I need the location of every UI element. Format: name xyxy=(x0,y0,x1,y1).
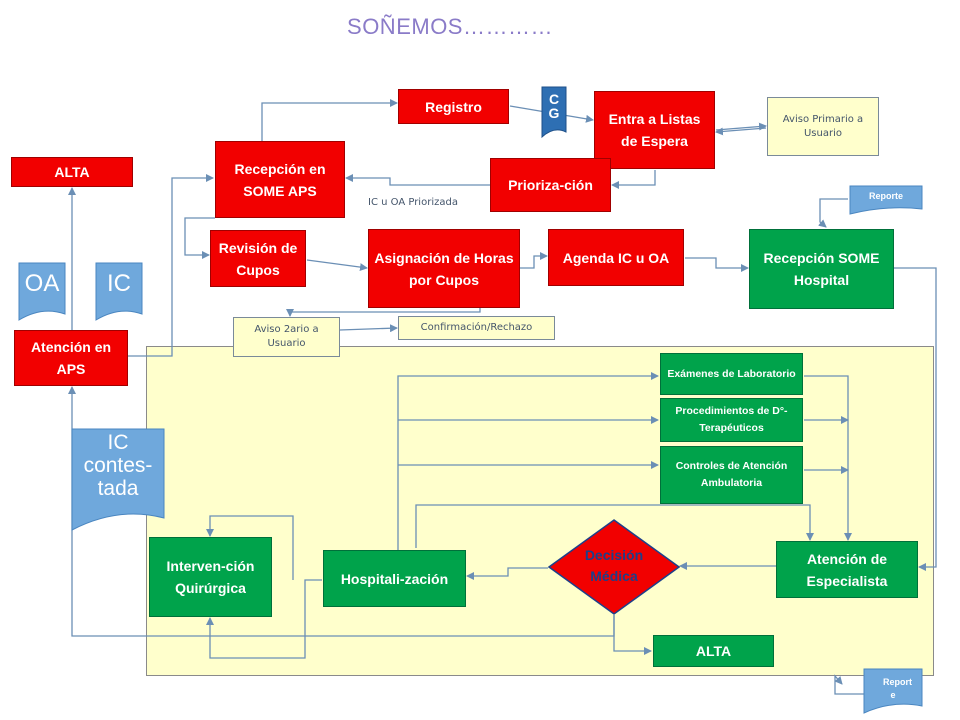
controles-atencion-box[interactable]: Controles de Atención Ambulatoria xyxy=(660,446,803,504)
revision-cupos-box[interactable]: Revisión de Cupos xyxy=(210,230,306,287)
ic-contestada-document: IC contes-tada xyxy=(71,428,165,532)
examenes-laboratorio-box[interactable]: Exámenes de Laboratorio xyxy=(660,353,803,395)
listas-espera-box[interactable]: Entra a Listas de Espera xyxy=(594,91,715,169)
oa-document: OA xyxy=(18,262,66,322)
reporte-bottom-document: Report e xyxy=(863,668,923,714)
intervencion-quirurgica-box[interactable]: Interven-ción Quirúrgica xyxy=(149,537,272,617)
ic-document: IC xyxy=(95,262,143,322)
ic-oa-priorizada-label: IC u OA Priorizada xyxy=(368,197,458,208)
decision-medica-diamond[interactable]: Decisión Médica xyxy=(548,519,680,615)
recepcion-some-hospital-box[interactable]: Recepción SOME Hospital xyxy=(749,229,894,309)
alta-top-box[interactable]: ALTA xyxy=(11,157,133,187)
alta-bottom-box[interactable]: ALTA xyxy=(653,635,774,667)
page-title: SOÑEMOS………… xyxy=(347,14,553,39)
hospitalizacion-box[interactable]: Hospitali-zación xyxy=(323,550,466,607)
prioriza-box[interactable]: Prioriza-ción xyxy=(490,158,611,212)
reporte-top-document: Reporte xyxy=(849,185,923,215)
asignacion-horas-box[interactable]: Asignación de Horas por Cupos xyxy=(368,229,520,308)
procedimientos-box[interactable]: Procedimientos de D°-Terapéuticos xyxy=(660,398,803,442)
recepcion-some-aps-box[interactable]: Recepción en SOME APS xyxy=(215,141,345,218)
cg-label: C G xyxy=(548,91,560,121)
aviso-2ario-note: Aviso 2ario a Usuario xyxy=(233,317,340,357)
cg-document-icon: C G xyxy=(541,86,567,140)
atencion-aps-box[interactable]: Atención en APS xyxy=(14,330,128,386)
oa-label: OA xyxy=(24,270,60,297)
decision-medica-label: Decisión Médica xyxy=(584,547,644,584)
confirmacion-rechazo-note: Confirmación/Rechazo xyxy=(398,316,555,340)
reporte-bottom-label: Report e xyxy=(883,677,912,700)
aviso-primario-note: Aviso Primario a Usuario xyxy=(767,97,879,156)
ic-label: IC xyxy=(107,270,131,297)
agenda-ic-oa-box[interactable]: Agenda IC u OA xyxy=(548,229,684,286)
ic-contestada-label: IC contes-tada xyxy=(83,431,153,500)
atencion-especialista-box[interactable]: Atención de Especialista xyxy=(776,541,918,598)
registro-box[interactable]: Registro xyxy=(398,89,509,124)
reporte-top-label: Reporte xyxy=(868,191,903,201)
